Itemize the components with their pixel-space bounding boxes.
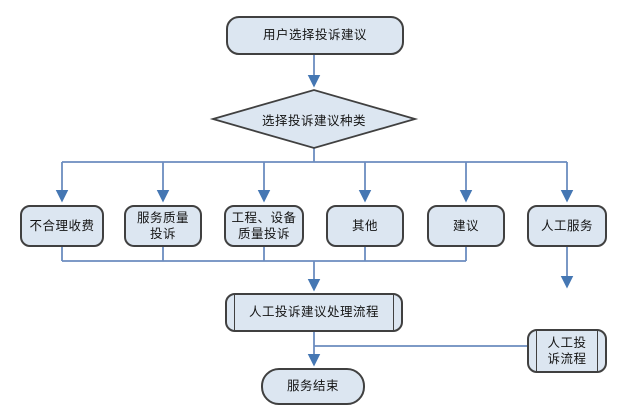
predefined-right-bar [393, 295, 394, 330]
branch-box-suggestion: 建议 [427, 205, 505, 247]
branch-box-unreasonable-fees: 不合理收费 [20, 205, 104, 247]
decision-diamond-shape [209, 89, 419, 149]
branch-box-service-quality: 服务质量 投诉 [124, 205, 202, 247]
process-main-label: 人工投诉建议处理流程 [248, 304, 379, 320]
branch-box-engineering-equipment: 工程、设备 质量投诉 [224, 205, 304, 247]
end-terminator: 服务结束 [261, 368, 365, 405]
branch-box-other: 其他 [326, 205, 404, 247]
branch-box-manual-service: 人工服务 [527, 205, 607, 247]
decision-label: 选择投诉建议种类 [261, 112, 366, 128]
predefined-left-bar [536, 331, 537, 371]
process-manual-complaint-flow: 人工投 诉流程 [527, 329, 607, 373]
start-terminator: 用户选择投诉建议 [226, 16, 404, 55]
process-main-complaint-flow: 人工投诉建议处理流程 [225, 293, 403, 332]
predefined-left-bar [234, 295, 235, 330]
process-manual-label: 人工投 诉流程 [547, 334, 587, 366]
predefined-right-bar [597, 331, 598, 371]
